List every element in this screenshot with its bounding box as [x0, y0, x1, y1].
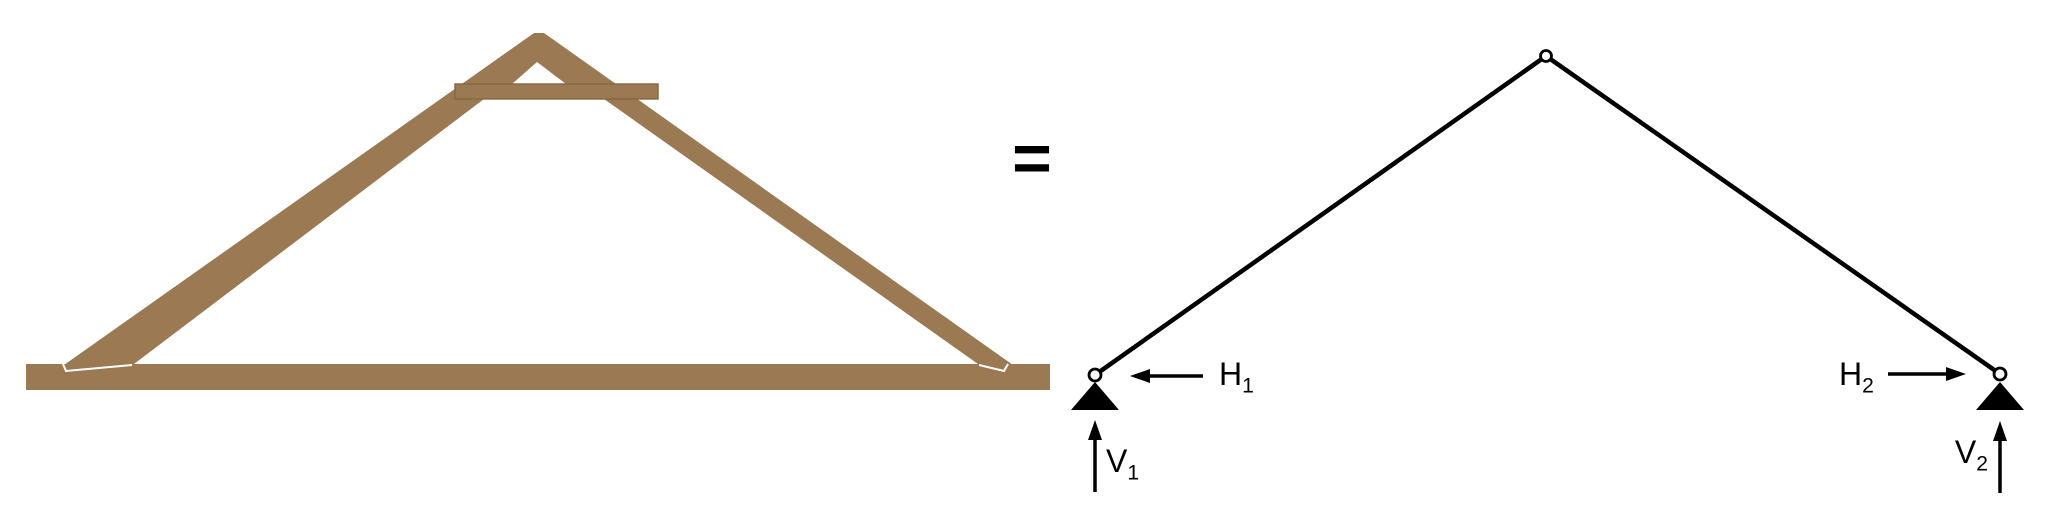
h2-label: H2: [1839, 356, 1874, 398]
v2-label: V2: [1954, 434, 1988, 476]
left-support-pin-icon: [1087, 367, 1103, 383]
truss-inner-opening-apex: [512, 62, 566, 84]
equals-sign: =: [1012, 120, 1052, 196]
right-support-pin-icon: [1992, 366, 2008, 382]
apex-hinge-pin-icon: [1539, 49, 1553, 63]
structural-line-model: [1071, 49, 2024, 493]
h1-label: H1: [1219, 356, 1254, 398]
h2-arrow-icon: [1888, 367, 1966, 381]
member-left: [1093, 54, 1548, 377]
right-foot-joint-seam: [978, 363, 1009, 373]
v1-label: V1: [1106, 443, 1140, 485]
bottom-chord: [26, 364, 1050, 390]
truss-inner-opening-lower: [134, 99, 978, 364]
v2-arrow-icon: [1993, 421, 2007, 493]
v1-arrow-icon: [1088, 420, 1102, 492]
left-foot-joint-seam: [62, 363, 133, 373]
wooden-truss-illustration: [26, 33, 1050, 390]
member-right: [1544, 54, 2002, 376]
left-support-triangle-icon: [1071, 382, 1119, 410]
collar-tie: [454, 83, 659, 100]
right-support-triangle-icon: [1976, 382, 2024, 410]
h1-arrow-icon: [1130, 369, 1203, 383]
